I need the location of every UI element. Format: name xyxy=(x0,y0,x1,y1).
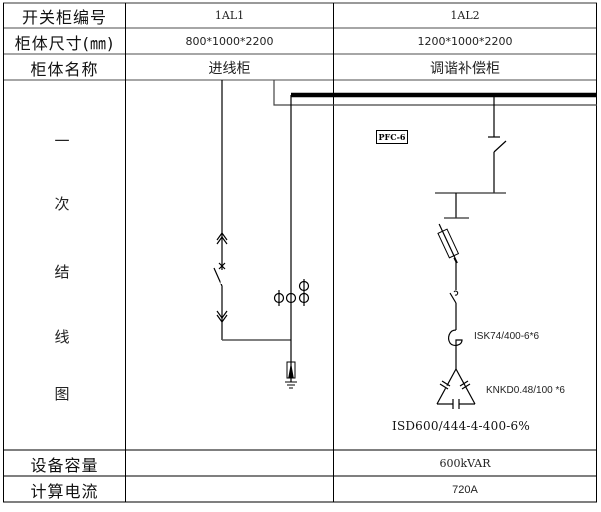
table-grid xyxy=(3,2,597,503)
withdrawable-plug-upper-icon xyxy=(216,231,228,241)
contactor-icon xyxy=(449,292,457,304)
cabinet-2-number: 1AL2 xyxy=(450,9,480,22)
cabinet-1-capacity xyxy=(126,451,333,476)
current-transformer-icons xyxy=(273,279,310,306)
row-label-capacity: 设备容量 xyxy=(30,455,99,475)
cabinet-1-number: 1AL1 xyxy=(214,9,245,22)
model-label: ISD600/444-4-400-6% xyxy=(392,419,530,433)
row-label-cabinet-number: 开关柜编号 xyxy=(21,7,107,27)
row-label-cabinet-size: 柜体尺寸(㎜) xyxy=(14,33,115,53)
panel-1-schematic xyxy=(213,80,597,389)
isolator-switch-icon xyxy=(493,140,507,153)
cabinet-2-size: 1200*1000*2200 xyxy=(417,35,513,48)
reactor-label: ISK74/400-6*6 xyxy=(474,331,540,342)
cabinet-1-size: 800*1000*2200 xyxy=(185,35,274,48)
fuse-icon xyxy=(437,223,460,264)
surge-arrester-icon xyxy=(286,361,296,382)
cabinet-1-current xyxy=(126,477,333,502)
panel-2-schematic xyxy=(435,95,507,409)
row-label-cabinet-name: 柜体名称 xyxy=(30,59,99,79)
pfc-controller-label: PFC-6 xyxy=(376,130,408,144)
diagram-label-char: 一 xyxy=(54,132,70,150)
cabinet-2-current: 720A xyxy=(452,483,478,496)
reactor-icon xyxy=(448,329,463,369)
capacitor-label: KNKD0.48/100 *6 xyxy=(486,385,565,396)
diagram-label-char: 次 xyxy=(54,195,70,213)
cabinet-1-name: 进线柜 xyxy=(208,60,251,77)
cabinet-2-name: 调谐补偿柜 xyxy=(430,60,500,77)
diagram-label-char: 线 xyxy=(54,328,70,346)
bus-bracket xyxy=(273,80,597,106)
diagram-label-char: 图 xyxy=(54,385,70,403)
cabinet-2-capacity: 600kVAR xyxy=(439,457,491,470)
diagram-label-char: 结 xyxy=(54,263,70,281)
withdrawable-plug-lower-icon xyxy=(216,310,228,320)
ground-icon xyxy=(285,381,297,389)
delta-capacitor-bank-icon xyxy=(436,368,476,409)
row-label-current: 计算电流 xyxy=(30,481,99,501)
